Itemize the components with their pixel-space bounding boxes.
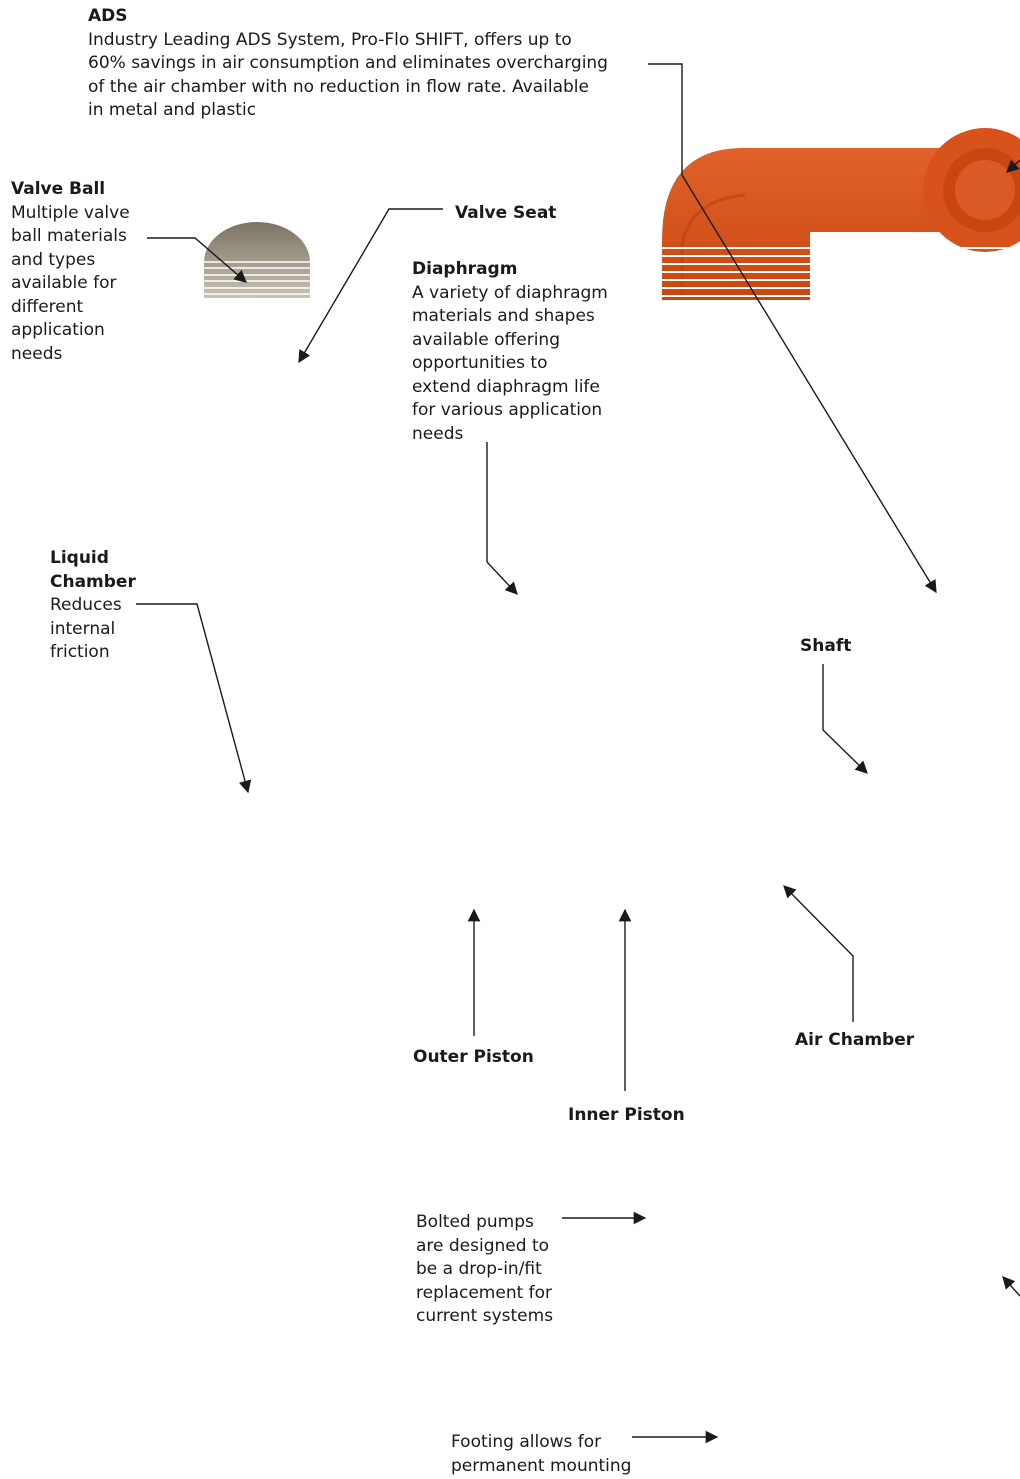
diaphragm-text-line: opportunities to bbox=[412, 353, 548, 373]
diaphragm-text-line: materials and shapes bbox=[412, 306, 595, 326]
valve-ball-title: Valve Ball bbox=[11, 179, 106, 199]
ads-text-line: in metal and plastic bbox=[88, 100, 257, 120]
inner-piston-title: Inner Piston bbox=[568, 1105, 685, 1125]
shaft-leader bbox=[822, 664, 868, 774]
valve-ball-text-line: available for bbox=[11, 273, 117, 293]
diaphragm-title: Diaphragm bbox=[412, 259, 518, 279]
bolted-text-line: are designed to bbox=[416, 1235, 550, 1256]
valve-ball-leader bbox=[147, 237, 247, 283]
ads-label: ADS Industry Leading ADS System, Pro-Flo… bbox=[88, 5, 608, 123]
bolt-arrow-right bbox=[1002, 1276, 1020, 1297]
diaphragm-text-line: A variety of diaphragm bbox=[412, 282, 608, 303]
air-chamber-leader bbox=[783, 885, 854, 1022]
liquid-chamber-text-line: internal bbox=[50, 618, 116, 639]
outer-piston-title: Outer Piston bbox=[413, 1047, 534, 1067]
ads-leader bbox=[648, 63, 937, 594]
shaft-title: Shaft bbox=[800, 636, 852, 656]
shaft-label: Shaft bbox=[800, 635, 851, 659]
valve-seat-label: Valve Seat bbox=[455, 202, 556, 226]
ads-text-line: Industry Leading ADS System, Pro-Flo SHI… bbox=[88, 29, 572, 50]
valve-ball-image bbox=[204, 222, 310, 298]
valve-ball-text-line: application bbox=[11, 320, 105, 340]
ads-text-line: 60% savings in air consumption and elimi… bbox=[88, 53, 608, 73]
valve-ball-text-line: ball materials bbox=[11, 226, 127, 246]
bolted-text-line: current systems bbox=[416, 1306, 554, 1326]
valve-ball-text-line: different bbox=[11, 296, 84, 317]
valve-ball-text-line: Multiple valve bbox=[11, 202, 130, 223]
inner-piston-label: Inner Piston bbox=[568, 1104, 685, 1128]
bolted-label: Bolted pumps are designed to be a drop-i… bbox=[416, 1211, 553, 1329]
liquid-chamber-leader bbox=[136, 603, 252, 794]
ads-title: ADS bbox=[88, 6, 128, 26]
diaphragm-text-line: needs bbox=[412, 423, 464, 444]
ads-text-line: of the air chamber with no reduction in … bbox=[88, 76, 589, 97]
diaphragm-text-line: available offering bbox=[412, 329, 560, 350]
diaphragm-text-line: for various application bbox=[412, 400, 603, 420]
footing-text-line: permanent mounting bbox=[451, 1455, 632, 1476]
bolted-text-line: Bolted pumps bbox=[416, 1212, 534, 1232]
liquid-chamber-label: Liquid Chamber Reduces internal friction bbox=[50, 547, 136, 665]
diaphragm-leader bbox=[486, 442, 518, 595]
footing-text-line: Footing allows for bbox=[451, 1432, 602, 1452]
liquid-chamber-text-line: friction bbox=[50, 642, 110, 662]
liquid-chamber-title: Chamber bbox=[50, 571, 136, 592]
bolted-text-line: replacement for bbox=[416, 1282, 553, 1303]
outer-piston-label: Outer Piston bbox=[413, 1046, 534, 1070]
valve-ball-text-line: and types bbox=[11, 249, 96, 270]
manifold-image bbox=[662, 128, 1020, 305]
diaphragm-text-line: extend diaphragm life bbox=[412, 376, 600, 397]
diaphragm-label: Diaphragm A variety of diaphragm materia… bbox=[412, 258, 608, 446]
air-chamber-title: Air Chamber bbox=[795, 1030, 915, 1050]
valve-ball-label: Valve Ball Multiple valve ball materials… bbox=[11, 178, 130, 366]
valve-ball-text-line: needs bbox=[11, 343, 63, 364]
valve-seat-leader bbox=[298, 208, 443, 364]
footing-label: Footing allows for permanent mounting bbox=[451, 1431, 631, 1478]
liquid-chamber-title: Liquid bbox=[50, 548, 109, 568]
valve-seat-title: Valve Seat bbox=[455, 203, 557, 223]
air-chamber-label: Air Chamber bbox=[795, 1029, 914, 1053]
liquid-chamber-text-line: Reduces bbox=[50, 595, 122, 615]
bolted-text-line: be a drop-in/fit bbox=[416, 1259, 542, 1279]
manifold-arrow bbox=[1006, 159, 1020, 173]
